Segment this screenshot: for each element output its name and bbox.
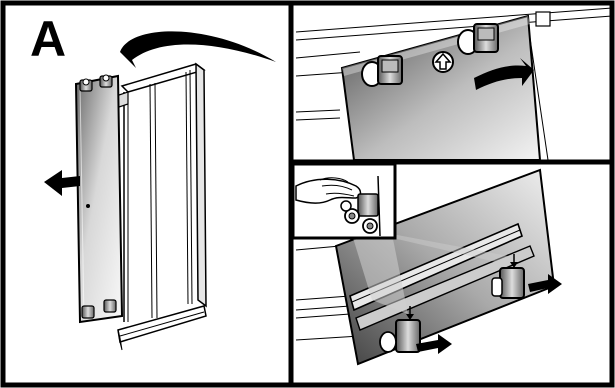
step-label: A (30, 14, 66, 64)
up-arrow-icon (433, 52, 453, 72)
glass-panel-removed (76, 75, 122, 322)
inset-detail (293, 164, 395, 238)
